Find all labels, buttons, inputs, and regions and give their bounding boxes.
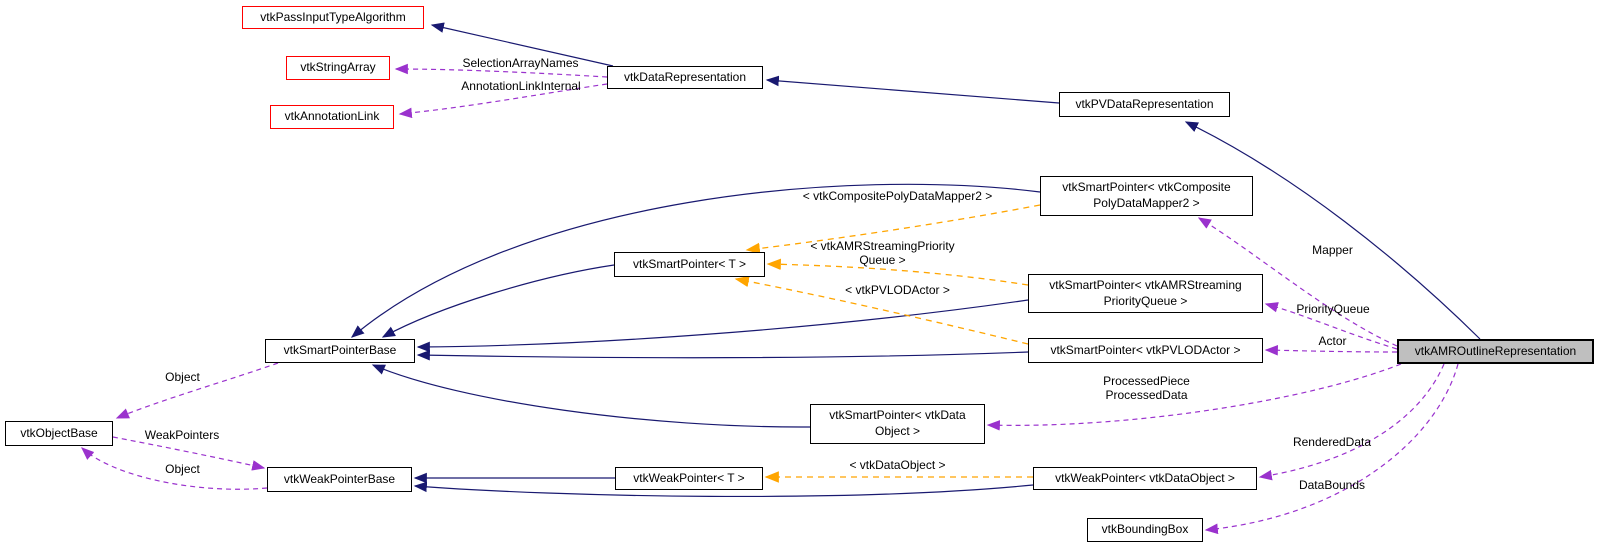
node-label: vtkSmartPointer< T > xyxy=(633,256,746,271)
node-vtk-weak-pointer-t[interactable]: vtkWeakPointer< T > xyxy=(615,467,763,490)
edge-label-template-amr-streaming: < vtkAMRStreamingPriority Queue > xyxy=(800,239,965,268)
node-vtk-data-representation[interactable]: vtkDataRepresentation xyxy=(607,66,763,89)
edge-usage-spbase-objectbase xyxy=(115,362,279,419)
node-label: vtkAMROutlineRepresentation xyxy=(1414,343,1577,358)
edge-usage-wpbase-objectbase xyxy=(81,447,268,490)
edge-label-actor: Actor xyxy=(1318,334,1347,348)
edge-usage-datarep-annotationlink xyxy=(398,83,608,119)
edge-inherit-spt-spbase xyxy=(381,264,615,338)
edge-label-line2: ProcessedData xyxy=(1105,388,1188,403)
node-vtk-smart-pointer-composite-poly-data-mapper2[interactable]: vtkSmartPointer< vtkComposite PolyDataMa… xyxy=(1040,176,1253,216)
node-label-line2: PolyDataMapper2 > xyxy=(1093,196,1200,210)
edge-label-data-bounds: DataBounds xyxy=(1298,478,1366,492)
node-label: vtkWeakPointer< vtkDataObject > xyxy=(1055,470,1235,485)
edge-label-line1: < vtkAMRStreamingPriority xyxy=(810,239,955,253)
edge-inherit-spcomposite-spbase xyxy=(350,183,1041,338)
edge-inherit-sppvlod-spbase xyxy=(416,349,1029,361)
edge-label-priority-queue: PriorityQueue xyxy=(1296,302,1370,316)
edge-label-template-pvlod-actor: < vtkPVLODActor > xyxy=(845,283,950,297)
edge-template-spcomposite-spt xyxy=(745,204,1041,255)
node-label: vtkAnnotationLink xyxy=(284,109,380,124)
node-vtk-bounding-box[interactable]: vtkBoundingBox xyxy=(1087,518,1203,542)
node-vtk-string-array[interactable]: vtkStringArray xyxy=(286,56,390,80)
node-vtk-pass-input-type-algorithm[interactable]: vtkPassInputTypeAlgorithm xyxy=(242,6,424,29)
node-label-line1: vtkSmartPointer< vtkData xyxy=(829,408,966,423)
node-label-line1: vtkSmartPointer< vtkAMRStreaming xyxy=(1049,277,1242,292)
node-vtk-smart-pointer-t[interactable]: vtkSmartPointer< T > xyxy=(614,252,765,277)
edge-label-annotation-link-internal: AnnotationLinkInternal xyxy=(461,79,581,93)
node-vtk-amr-outline-representation: vtkAMROutlineRepresentation xyxy=(1397,339,1594,364)
node-label: vtkSmartPointer< vtkPVLODActor > xyxy=(1050,342,1241,357)
edge-label-rendered-data: RenderedData xyxy=(1292,435,1372,449)
edge-label-weak-pointers: WeakPointers xyxy=(144,428,220,442)
edge-usage-objectbase-wpbase xyxy=(112,436,266,471)
edge-usage-amroutline-mapper xyxy=(1197,217,1398,347)
edge-inherit-spdataobj-spbase xyxy=(371,364,811,428)
edge-label-line1: ProcessedPiece xyxy=(1103,374,1190,388)
edge-label-template-composite: < vtkCompositePolyDataMapper2 > xyxy=(802,189,993,203)
edge-usage-amroutline-databounds xyxy=(1204,363,1459,535)
node-vtk-weak-pointer-base[interactable]: vtkWeakPointerBase xyxy=(267,467,412,492)
node-label: vtkWeakPointerBase xyxy=(283,471,396,486)
edge-template-sppvlod-spt xyxy=(734,275,1029,345)
node-vtk-smart-pointer-data-object[interactable]: vtkSmartPointer< vtkData Object > xyxy=(810,404,985,444)
edge-usage-amroutline-priorityqueue xyxy=(1264,302,1398,350)
edge-label-object-top: Object xyxy=(165,370,200,384)
node-label: vtkDataRepresentation xyxy=(623,69,747,84)
edge-label-processed: ProcessedPiece ProcessedData xyxy=(1094,374,1199,403)
node-vtk-weak-pointer-data-object[interactable]: vtkWeakPointer< vtkDataObject > xyxy=(1033,467,1257,490)
edge-inherit-wpdataobj-wpbase xyxy=(413,481,1034,498)
edge-inherit-datarep-passinput xyxy=(430,22,614,67)
edge-label-mapper: Mapper xyxy=(1312,243,1353,257)
edge-label-selection-array-names: SelectionArrayNames xyxy=(462,56,579,70)
edge-label-template-data-object: < vtkDataObject > xyxy=(849,458,946,472)
edge-usage-amroutline-processed xyxy=(986,363,1402,431)
edge-inherit-spamr-spbase xyxy=(416,299,1029,353)
edge-label-line2: Queue > xyxy=(859,253,906,268)
node-vtk-smart-pointer-pvlod-actor[interactable]: vtkSmartPointer< vtkPVLODActor > xyxy=(1028,338,1263,363)
node-vtk-pv-data-representation[interactable]: vtkPVDataRepresentation xyxy=(1059,92,1230,117)
node-label: vtkWeakPointer< T > xyxy=(633,470,745,485)
edge-usage-amroutline-actor xyxy=(1264,344,1398,356)
edge-label-object-bottom: Object xyxy=(165,462,200,476)
edge-inherit-amroutline-pvdatarep xyxy=(1184,121,1481,340)
node-label-line1: vtkSmartPointer< vtkComposite xyxy=(1062,180,1231,195)
edge-inherit-pvdatarep-datarep xyxy=(765,75,1060,104)
node-vtk-smart-pointer-amr-streaming-priority-queue[interactable]: vtkSmartPointer< vtkAMRStreaming Priorit… xyxy=(1028,274,1263,313)
node-vtk-annotation-link[interactable]: vtkAnnotationLink xyxy=(270,105,394,129)
node-label: vtkPVDataRepresentation xyxy=(1075,96,1214,111)
node-label: vtkSmartPointerBase xyxy=(283,343,397,358)
node-label: vtkObjectBase xyxy=(20,425,98,440)
node-label-line2: Object > xyxy=(874,424,921,438)
node-label: vtkPassInputTypeAlgorithm xyxy=(260,9,406,24)
edge-usage-amroutline-rendereddata xyxy=(1258,363,1445,481)
node-label: vtkStringArray xyxy=(300,60,376,75)
node-label: vtkBoundingBox xyxy=(1101,522,1189,537)
node-label-line2: PriorityQueue > xyxy=(1103,293,1188,308)
node-vtk-object-base[interactable]: vtkObjectBase xyxy=(5,421,113,446)
node-vtk-smart-pointer-base[interactable]: vtkSmartPointerBase xyxy=(265,339,415,363)
